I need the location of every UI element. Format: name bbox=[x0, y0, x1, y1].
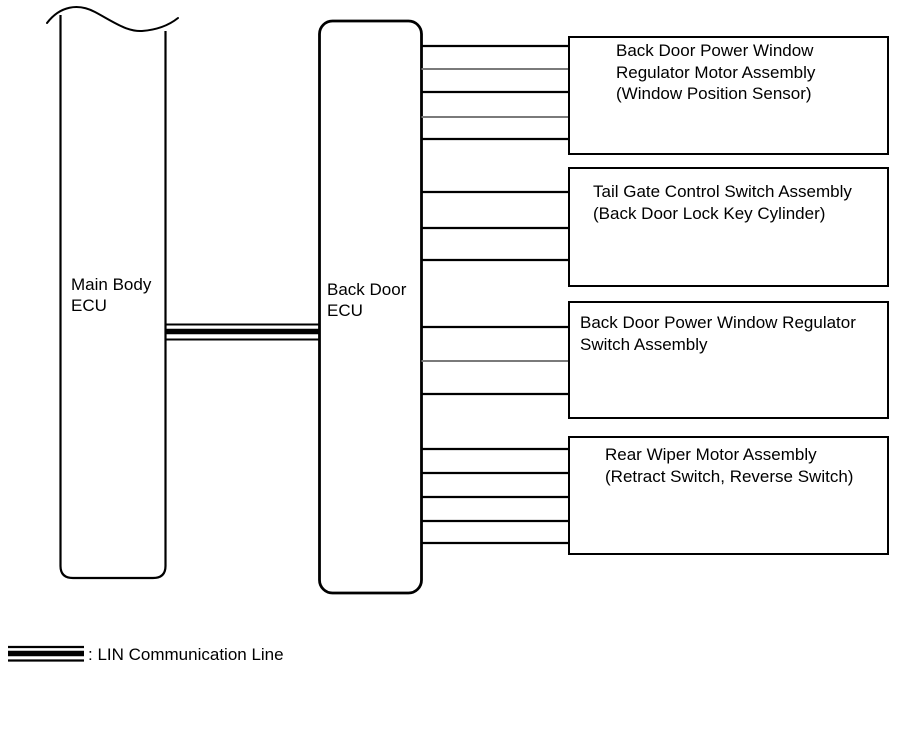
device-label: Back Door Power Window Regulator Motor A… bbox=[616, 41, 816, 103]
main-ecu-torn-edge-icon bbox=[46, 6, 179, 33]
back-ecu-wires bbox=[421, 44, 570, 545]
device-box-window-regulator-motor: Back Door Power Window Regulator Motor A… bbox=[568, 36, 889, 155]
lin-communication-line bbox=[166, 323, 319, 341]
main-ecu-box bbox=[59, 15, 167, 580]
main-ecu-label: Main Body ECU bbox=[71, 275, 152, 315]
legend-lin-line-icon bbox=[8, 645, 84, 662]
device-label: Back Door Power Window Regulator Switch … bbox=[580, 313, 856, 354]
device-label: Rear Wiper Motor Assembly (Retract Switc… bbox=[605, 445, 854, 486]
device-box-rear-wiper-motor: Rear Wiper Motor Assembly (Retract Switc… bbox=[568, 436, 889, 555]
back-ecu-label: Back Door ECU bbox=[327, 280, 407, 320]
device-box-tail-gate-control-switch: Tail Gate Control Switch Assembly (Back … bbox=[568, 167, 889, 287]
device-label: Tail Gate Control Switch Assembly (Back … bbox=[593, 182, 852, 223]
legend-label: : LIN Communication Line bbox=[88, 645, 284, 664]
device-box-window-regulator-switch: Back Door Power Window Regulator Switch … bbox=[568, 301, 889, 419]
back-ecu-box bbox=[318, 19, 423, 595]
